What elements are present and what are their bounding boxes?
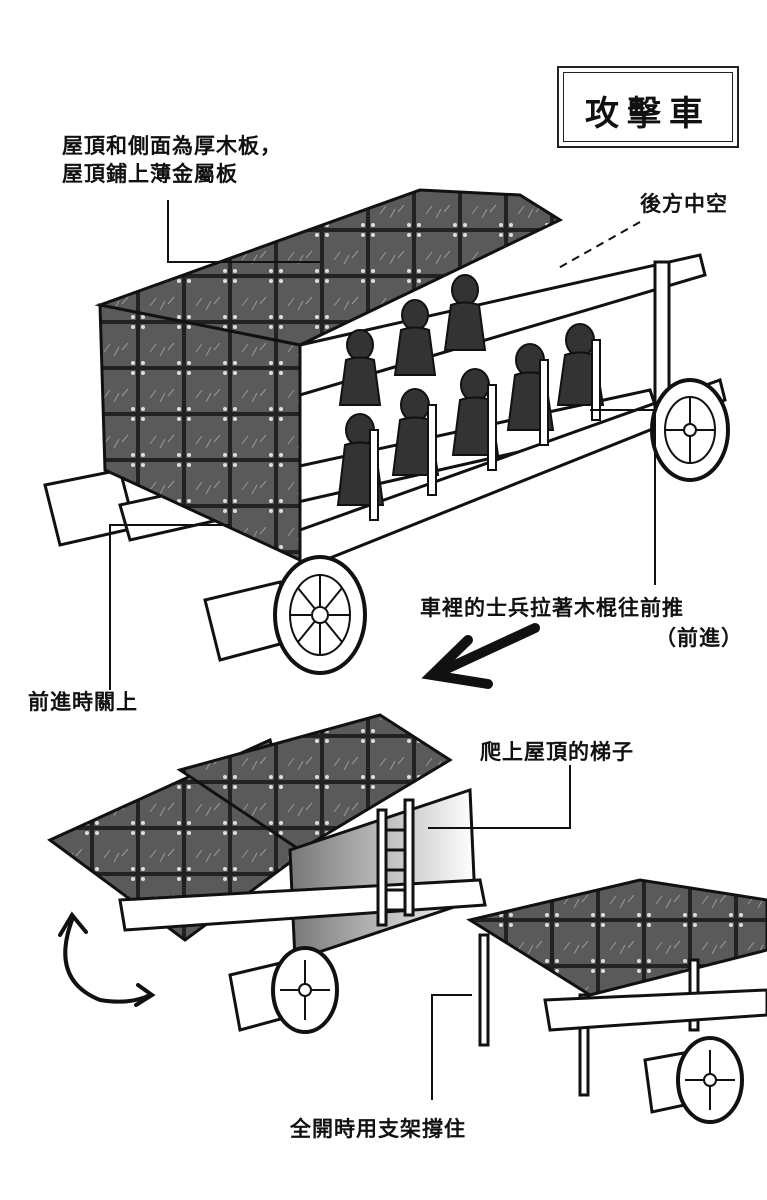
label-ladder: 爬上屋頂的梯子 — [480, 740, 634, 764]
soldiers — [336, 274, 605, 506]
wheel-front — [273, 555, 367, 675]
label-closed-forward: 前進時關上 — [28, 690, 138, 714]
label-roof-line2: 屋頂鋪上薄金屬板 — [62, 162, 238, 186]
wheel-lower-left — [271, 946, 339, 1034]
direction-arrow — [421, 623, 540, 689]
label-soldiers-line2: （前進） — [655, 626, 743, 650]
roof-ladder — [376, 798, 415, 927]
cart-fully-open — [466, 878, 767, 1124]
base-beam-lower — [118, 878, 487, 932]
roof-rest — [176, 713, 453, 852]
cart-roof-lifted — [47, 713, 487, 1034]
label-open-support: 全開時用支架撐住 — [290, 1117, 466, 1141]
base-beam-right — [543, 988, 767, 1032]
label-rear-hollow: 後方中空 — [640, 192, 728, 216]
wheel-rear — [650, 378, 730, 482]
wheel-lower-right — [676, 1036, 744, 1124]
push-poles — [369, 339, 601, 521]
swing-arrow — [58, 911, 156, 1007]
floor-rail — [298, 378, 727, 573]
label-roof-line1: 屋頂和側面為厚木板， — [62, 134, 282, 158]
leader-lines-bottom — [428, 765, 571, 1100]
roof-fully-open — [466, 878, 767, 997]
leader-lines-top — [109, 200, 656, 690]
diagram-title: 攻擊車 — [585, 94, 711, 134]
main-assault-cart — [43, 188, 730, 675]
title-box: 攻擊車 — [557, 66, 739, 148]
label-soldiers-line1: 車裡的士兵拉著木棍往前推 — [420, 596, 684, 620]
